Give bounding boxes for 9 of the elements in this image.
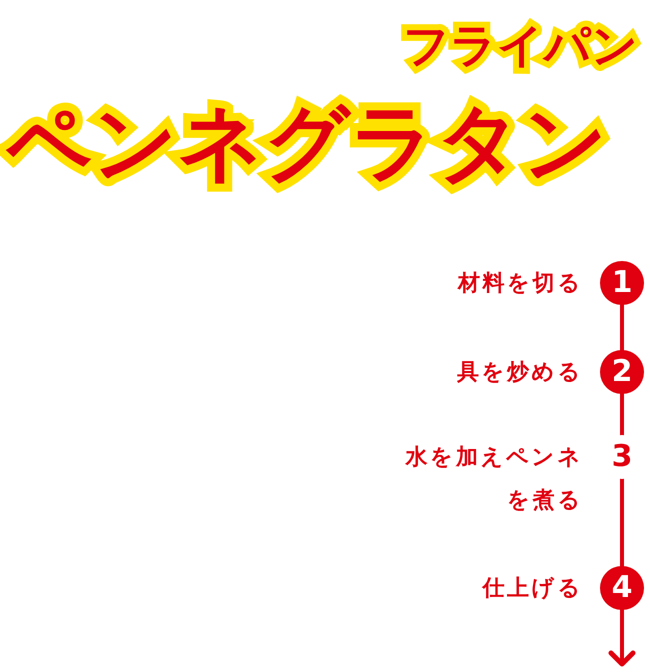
connector-line [620, 392, 624, 437]
step-label: 仕上げる [480, 575, 583, 603]
connector-line [620, 477, 624, 568]
step-label: 材料を切る [456, 270, 583, 298]
step-label: 水を加えペンネを煮る [404, 444, 583, 515]
arrow [608, 608, 636, 666]
step-label: 具を炒める [456, 359, 583, 387]
connector-line [620, 303, 624, 352]
subtitle: フライパン [403, 22, 638, 68]
